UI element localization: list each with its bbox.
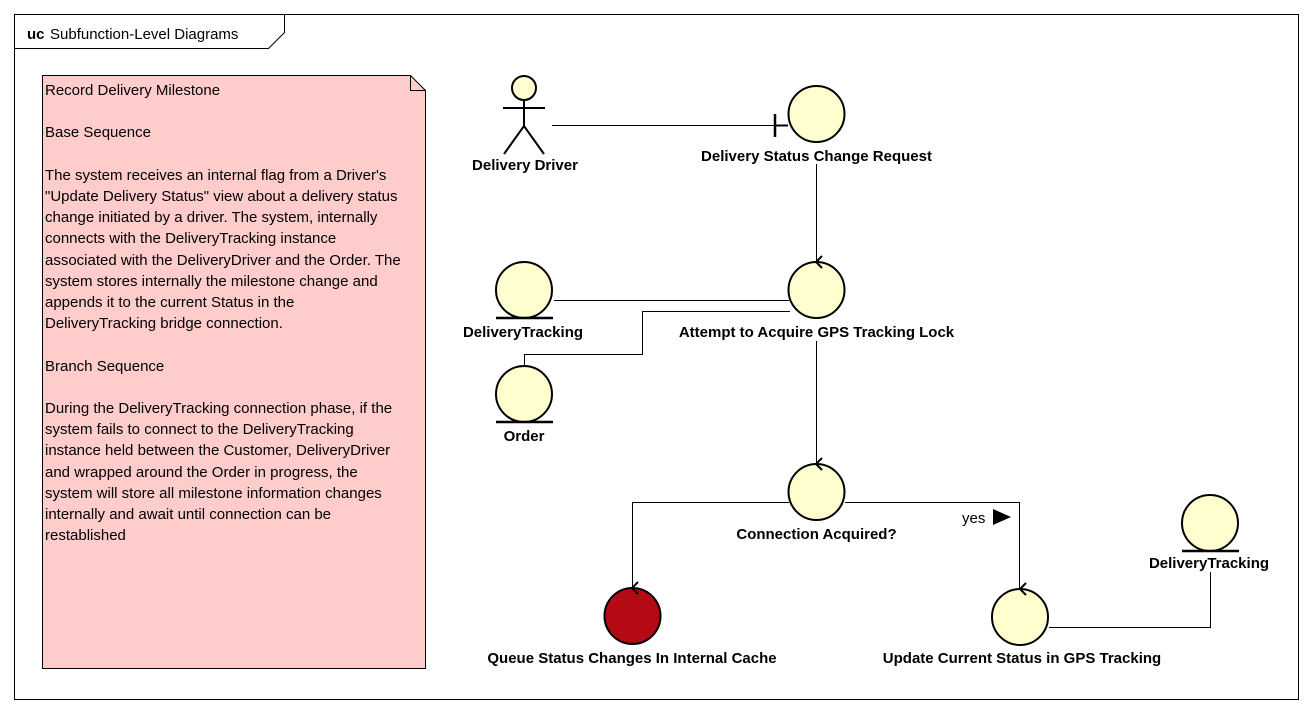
control-icon — [603, 587, 662, 645]
boundary-label: Delivery Status Change Request — [701, 148, 932, 165]
control-queue-label: Queue Status Changes In Internal Cache — [487, 650, 776, 667]
entity-icon — [495, 261, 553, 319]
edge-order-acquire — [524, 311, 790, 366]
control-icon — [787, 463, 846, 521]
note-text: Record Delivery Milestone Base Sequence … — [45, 80, 405, 568]
entity-tracking-label: DeliveryTracking — [463, 324, 583, 341]
control-acquire-label: Attempt to Acquire GPS Tracking Lock — [679, 324, 955, 341]
actor-icon — [511, 75, 537, 101]
note-box — [42, 75, 426, 669]
note-branch-heading: Branch Sequence — [45, 357, 165, 375]
note-branch-text: During the DeliveryTracking connection p… — [45, 399, 393, 545]
frame-name: Subfunction-Level Diagrams — [50, 26, 238, 43]
connectors — [524, 125, 1211, 628]
note-base-heading: Base Sequence — [45, 124, 151, 142]
control-update-current-status[interactable]: Update Current Status in GPS Tracking — [883, 582, 1161, 667]
boundary-status-change-request[interactable]: Delivery Status Change Request — [701, 85, 932, 165]
actor-delivery-driver[interactable]: Delivery Driver — [472, 75, 578, 174]
control-icon — [787, 261, 846, 319]
frame-keyword: uc — [27, 26, 45, 43]
edge-connection-queue — [632, 502, 789, 588]
note-fold — [410, 75, 426, 91]
entity-icon — [1181, 494, 1239, 552]
entity-order-label: Order — [504, 428, 545, 445]
yes-label: yes — [962, 510, 985, 527]
edge-connection-update — [845, 502, 1020, 589]
entity-order[interactable]: Order — [495, 365, 553, 445]
note-base-text: The system receives an internal flag fro… — [45, 166, 401, 333]
actor-label: Delivery Driver — [472, 157, 578, 174]
control-update-label: Update Current Status in GPS Tracking — [883, 650, 1161, 667]
entity-icon — [495, 365, 553, 423]
edge-update-tracking — [1049, 572, 1211, 628]
yes-arrow-icon — [993, 509, 1011, 525]
frame-border — [14, 14, 1299, 700]
entity-delivery-tracking[interactable]: DeliveryTracking — [463, 261, 583, 341]
entity-delivery-tracking-2[interactable]: DeliveryTracking — [1149, 494, 1269, 572]
control-icon — [991, 588, 1049, 646]
entity-tracking-2-label: DeliveryTracking — [1149, 555, 1269, 572]
frame-tab — [14, 14, 285, 49]
control-acquire-gps-lock[interactable]: Attempt to Acquire GPS Tracking Lock — [679, 255, 955, 341]
note-title: Record Delivery Milestone — [45, 82, 221, 99]
control-connection-acquired[interactable]: Connection Acquired? — [736, 457, 897, 543]
control-queue-status-changes[interactable]: Queue Status Changes In Internal Cache — [487, 581, 777, 667]
control-connection-label: Connection Acquired? — [736, 526, 896, 543]
